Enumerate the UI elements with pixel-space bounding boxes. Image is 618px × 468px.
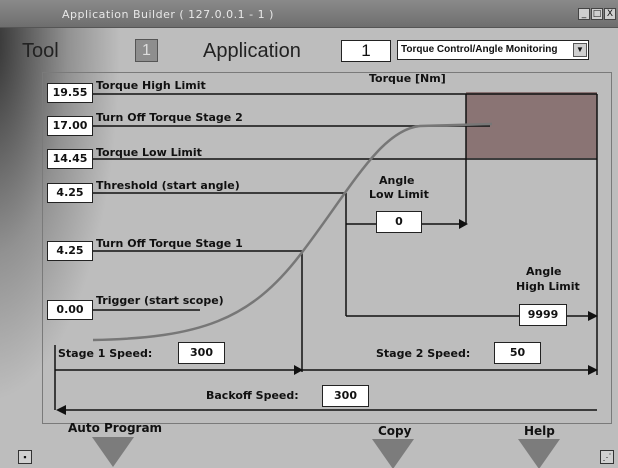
resize-grip-icon[interactable]: ⋰	[600, 450, 614, 464]
turn-off-stage2-input[interactable]: 17.00	[47, 116, 93, 136]
turn-off-stage2-label: Turn Off Torque Stage 2	[96, 111, 243, 124]
save-icon[interactable]: ▪	[18, 450, 32, 464]
help-label: Help	[524, 424, 555, 438]
copy-button[interactable]	[372, 439, 414, 468]
threshold-input[interactable]: 4.25	[47, 183, 93, 203]
trigger-input[interactable]: 0.00	[47, 300, 93, 320]
minimize-button[interactable]: _	[578, 8, 590, 20]
auto-program-button[interactable]	[92, 437, 134, 467]
chevron-down-icon[interactable]: ▼	[573, 43, 587, 57]
angle-high-label-line1: Angle	[526, 265, 562, 278]
maximize-button[interactable]: □	[591, 8, 603, 20]
angle-low-limit-input[interactable]: 0	[376, 211, 422, 233]
torque-low-limit-label: Torque Low Limit	[96, 146, 202, 159]
angle-low-arrow	[459, 219, 468, 229]
mode-select[interactable]: Torque Control/Angle Monitoring ▼	[397, 40, 589, 60]
backoff-speed-label: Backoff Speed:	[206, 389, 299, 402]
mode-selected-value: Torque Control/Angle Monitoring	[401, 44, 558, 55]
tool-label: Tool	[22, 40, 59, 62]
threshold-label: Threshold (start angle)	[96, 179, 240, 192]
torque-low-limit-input[interactable]: 14.45	[47, 149, 93, 169]
window-title: Application Builder ( 127.0.0.1 - 1 )	[62, 8, 274, 21]
stage1-speed-label: Stage 1 Speed:	[58, 347, 153, 360]
angle-high-label-line2: High Limit	[516, 280, 580, 293]
application-number-input[interactable]: 1	[341, 40, 391, 62]
help-button[interactable]	[518, 439, 560, 468]
turn-off-stage1-input[interactable]: 4.25	[47, 241, 93, 261]
backoff-speed-input[interactable]: 300	[322, 385, 369, 407]
torque-axis-label: Torque [Nm]	[369, 72, 446, 85]
turn-off-stage1-label: Turn Off Torque Stage 1	[96, 237, 243, 250]
stage2-arrow	[588, 365, 598, 375]
torque-high-limit-input[interactable]: 19.55	[47, 83, 93, 103]
trigger-label: Trigger (start scope)	[96, 294, 224, 307]
stage2-speed-label: Stage 2 Speed:	[376, 347, 471, 360]
application-label: Application	[203, 40, 301, 62]
close-button[interactable]: X	[604, 8, 616, 20]
title-bar: Application Builder ( 127.0.0.1 - 1 ) _ …	[0, 0, 618, 28]
diagram-panel	[42, 72, 612, 424]
backoff-arrow	[56, 405, 66, 415]
angle-low-label-line1: Angle	[379, 174, 415, 187]
stage2-speed-input[interactable]: 50	[494, 342, 541, 364]
angle-low-label-line2: Low Limit	[369, 188, 429, 201]
torque-curve	[92, 122, 493, 342]
angle-high-limit-input[interactable]: 9999	[519, 304, 567, 326]
auto-program-label: Auto Program	[68, 421, 163, 435]
angle-high-arrow	[588, 311, 598, 321]
torque-high-limit-label: Torque High Limit	[96, 79, 206, 92]
stage1-arrow	[294, 365, 303, 375]
tool-number[interactable]: 1	[135, 39, 158, 62]
stage1-speed-input[interactable]: 300	[178, 342, 225, 364]
copy-label: Copy	[378, 424, 412, 438]
